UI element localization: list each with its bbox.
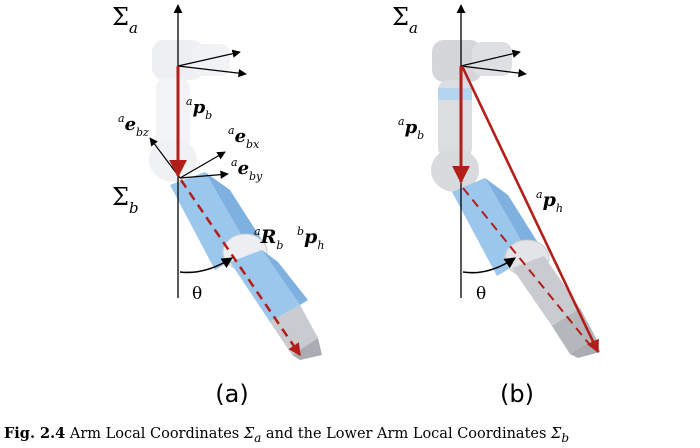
figure-caption: Fig. 2.4 Arm Local Coordinates Σa and th… [4,425,700,445]
robot-lower-arm-b [452,178,600,358]
sigma-a-label-a: Σa [112,3,138,37]
caption-sub-1: a [254,430,262,445]
caption-sigma-1: Σ [243,426,255,442]
panel-b: Σa apb aph θ (b) [392,3,600,408]
sigma-a-y-axis [177,65,247,78]
e-bz-label: aebz [118,112,149,139]
sigma-a-x-axis-b [460,49,521,67]
sigma-a-x-axis [177,49,241,67]
sigma-a-label-b: Σa [392,3,418,37]
sigma-b-label: Σb [112,183,139,217]
panel-a-label: (a) [215,380,248,408]
e-by-arrow [179,170,229,179]
R-b-label: aRb [254,225,283,252]
caption-text-2: and the Lower Arm Local Coordinates [261,426,552,442]
robot-lower-arm-a [170,172,322,360]
panel-b-label: (b) [500,380,534,408]
figure-number: Fig. 2.4 [4,425,66,442]
e-by-label: aeby [231,156,263,183]
sigma-a-y-axis-b [460,65,527,78]
p-h-arrow-b [460,65,600,354]
robot-upper-arm-b [431,40,512,192]
robot-upper-arm-a [149,40,230,182]
lower-arm-dashed-line-b [462,187,595,351]
p-h-local-label: bph [297,225,324,252]
theta-label-b: θ [476,284,486,304]
caption-sub-2: b [561,430,570,445]
panel-a: Σa Σb apb aebz aebx aeby aRb bph θ (a) [112,3,324,408]
theta-label-a: θ [192,284,202,304]
p-h-label-b: aph [536,188,563,215]
e-bx-arrow [179,151,226,179]
theta-arc-a [179,257,233,274]
p-h-dashed-arrow [179,179,302,357]
caption-sigma-2: Σ [551,426,562,442]
e-bx-label: aebx [228,124,260,151]
p-b-label-b: apb [398,115,424,142]
caption-text-1: Arm Local Coordinates [65,426,244,442]
p-b-label-a: apb [186,95,212,122]
theta-arc-b [462,257,516,274]
